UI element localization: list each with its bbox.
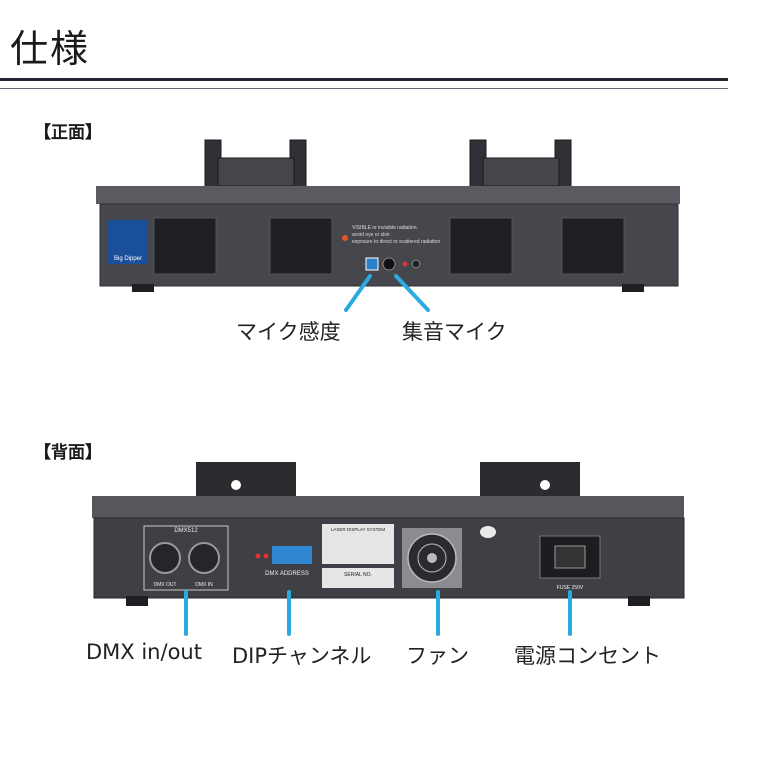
callout-power: 電源コンセント [514,644,661,668]
front-warning-3: exposure to direct or scattered radiatio… [352,239,440,245]
front-led [402,261,408,267]
dmx-out-label: DMX OUT [153,582,176,588]
title-rule-thin [0,88,728,89]
front-heading: 【正面】 [34,123,102,143]
mic-icon [382,257,396,271]
dmx512-label: DMX512 [174,528,198,534]
power-socket [554,545,586,569]
title-rule [0,78,728,81]
dmx-out-connector [149,542,181,574]
dmx-in-label: DMX IN [195,582,213,588]
front-warning-2: avoid eye or skin [352,232,390,238]
fan-grill-ring [417,543,447,573]
dmx-in-connector [188,542,220,574]
serial-label-box [322,568,394,588]
back-heading: 【背面】 [34,443,102,463]
back-top-plate [92,496,684,518]
dip-switch [272,546,312,564]
back-bracket-hole-left [231,480,241,490]
callout-dmx: DMX in/out [86,640,202,664]
fan-hub [427,553,437,563]
front-button [411,259,421,269]
front-bracket-right [469,139,572,193]
front-window-1 [153,217,217,275]
back-led-2 [263,553,269,559]
back-sticker [480,526,496,538]
spec-label [322,524,394,564]
back-bracket-left [196,462,296,496]
front-logo-text: Big Dipper [114,256,142,262]
callout-mic: 集音マイク [402,320,507,344]
callout-line-mic [394,274,430,312]
front-top-plate [96,186,680,204]
front-bracket-left [204,139,307,193]
fuse-label: FUSE 250V [557,585,584,591]
callout-fan: ファン [406,644,469,668]
front-foot-left [132,284,154,292]
dmx-address-label: DMX ADDRESS [265,571,309,577]
callout-line-mic-sensitivity [344,274,372,312]
front-warning-1: VISIBLE or invisible radiation. [352,225,418,231]
serial-label: SERIAL NO. [344,572,372,578]
back-bracket-hole-right [540,480,550,490]
callout-mic-sensitivity: マイク感度 [236,320,341,344]
callout-dip: DIPチャンネル [232,644,372,668]
front-window-2 [269,217,333,275]
page-title: 仕様 [10,27,91,71]
front-window-4 [561,217,625,275]
front-logo [108,220,148,264]
front-foot-right [622,284,644,292]
back-led-1 [255,553,261,559]
back-foot-right [628,596,650,606]
front-window-3 [449,217,513,275]
back-foot-left [126,596,148,606]
system-label: LASER DISPLAY SYSTEM [331,527,386,532]
back-bracket-right [480,462,580,496]
mic-sensitivity-knob [365,257,379,271]
front-warning-dot [342,235,348,241]
